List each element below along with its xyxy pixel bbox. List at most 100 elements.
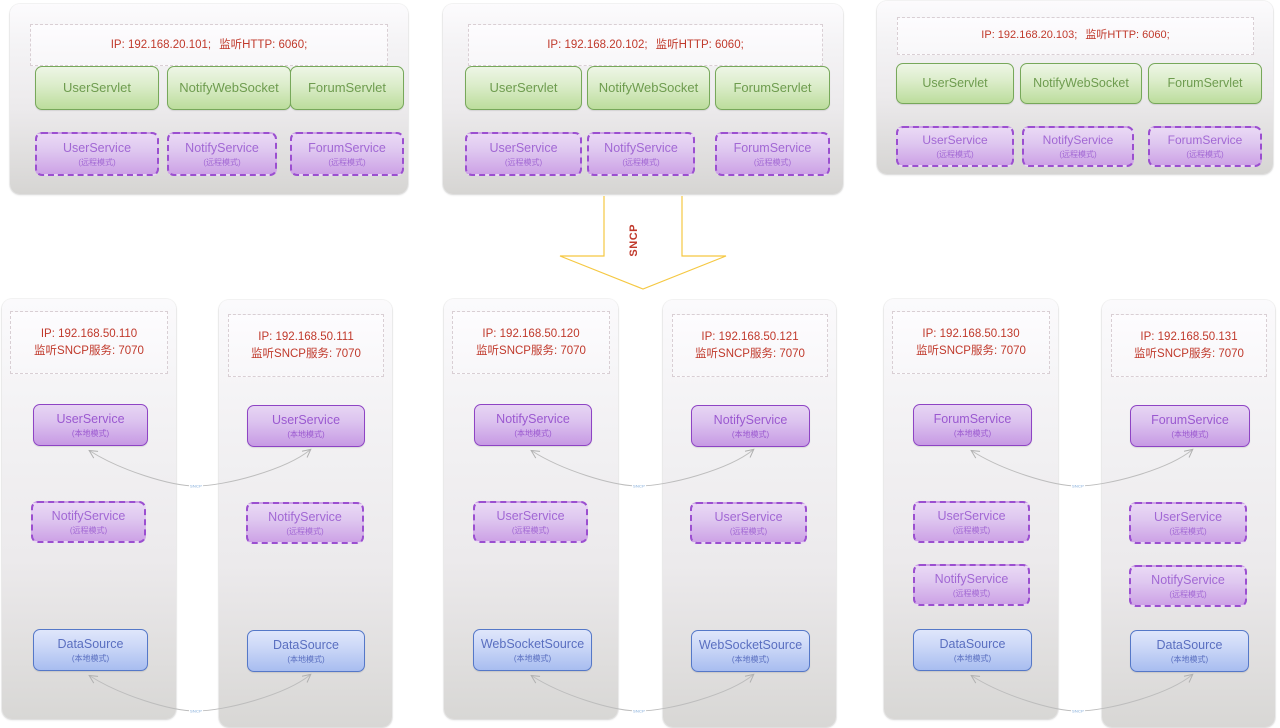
- service-mode: (本地模式): [731, 429, 770, 439]
- service-name: NotifyService: [496, 412, 570, 427]
- servlet-name: NotifyWebSocket: [1033, 76, 1129, 91]
- service-mode: (远程模式): [1186, 149, 1224, 159]
- service-name: UserService: [922, 133, 988, 147]
- service-mode: (远程模式): [936, 149, 974, 159]
- service-mode: (远程模式): [511, 525, 550, 535]
- servlet-box[interactable]: NotifyWebSocket: [587, 66, 710, 110]
- service-mode: (远程模式): [753, 157, 792, 167]
- service-name: ForumService: [1167, 133, 1243, 147]
- sncp-arrow-icon: [559, 196, 727, 290]
- servlet-name: NotifyWebSocket: [598, 79, 699, 95]
- service-box-remote[interactable]: NotifyService (远程模式): [913, 564, 1030, 606]
- service-node-panel-130: IP: 192.168.50.130 监听SNCP服务: 7070 ForumS…: [884, 299, 1058, 719]
- ip-header: IP: 192.168.20.102; 监听HTTP: 6060;: [468, 24, 823, 66]
- servlet-name: ForumServlet: [1167, 76, 1243, 91]
- service-node-panel-131: IP: 192.168.50.131 监听SNCP服务: 7070 ForumS…: [1102, 300, 1275, 727]
- service-mode: (远程模式): [952, 525, 991, 535]
- servlet-box[interactable]: UserServlet: [35, 66, 159, 110]
- ip-header: IP: 192.168.50.120 监听SNCP服务: 7070: [452, 311, 610, 374]
- servlet-name: UserServlet: [922, 76, 988, 91]
- link-label-sncp: SNCP: [632, 483, 646, 489]
- sncp-protocol-label: SNCP: [628, 224, 640, 257]
- ip-address: IP: 192.168.20.103;: [981, 29, 1078, 42]
- service-mode: (远程模式): [952, 588, 991, 598]
- service-box-remote[interactable]: UserService (远程模式): [473, 501, 588, 543]
- service-box-remote[interactable]: NotifyService (远程模式): [1129, 565, 1247, 607]
- datasource-name: DataSource: [57, 637, 124, 652]
- service-box-remote[interactable]: NotifyService (远程模式): [1022, 126, 1134, 167]
- listen-port: 监听SNCP服务: 7070: [916, 344, 1026, 357]
- service-box-local[interactable]: ForumService (本地模式): [913, 404, 1032, 446]
- link-label-sncp: SNCP: [189, 708, 203, 714]
- service-mode: (远程模式): [1169, 589, 1207, 599]
- servlet-name: NotifyWebSocket: [179, 79, 279, 95]
- servlet-box[interactable]: ForumServlet: [290, 66, 404, 110]
- servlet-box[interactable]: NotifyWebSocket: [1020, 63, 1142, 104]
- ip-address: IP: 192.168.50.120: [482, 327, 580, 340]
- datasource-box[interactable]: DataSource (本地模式): [247, 630, 365, 672]
- ip-header: IP: 192.168.20.103; 监听HTTP: 6060;: [897, 17, 1254, 55]
- service-name: ForumService: [308, 141, 386, 156]
- listen-port: 监听SNCP服务: 7070: [476, 344, 586, 357]
- service-box-remote[interactable]: ForumService (远程模式): [715, 132, 830, 176]
- service-box-remote[interactable]: ForumService (远程模式): [290, 132, 404, 176]
- servlet-box[interactable]: UserServlet: [465, 66, 582, 110]
- service-box-remote[interactable]: UserService (远程模式): [896, 126, 1014, 167]
- service-name: UserService: [496, 509, 565, 524]
- datasource-box[interactable]: DataSource (本地模式): [913, 629, 1032, 671]
- listen-port: 监听HTTP: 6060;: [655, 38, 744, 51]
- service-mode: (远程模式): [504, 157, 543, 167]
- service-box-local[interactable]: NotifyService (本地模式): [474, 404, 592, 446]
- ip-header: IP: 192.168.20.101; 监听HTTP: 6060;: [30, 24, 388, 66]
- ip-header: IP: 192.168.50.131 监听SNCP服务: 7070: [1111, 314, 1267, 377]
- datasource-mode: (本地模式): [71, 653, 110, 663]
- service-mode: (远程模式): [622, 157, 660, 167]
- datasource-box[interactable]: WebSocketSource (本地模式): [691, 630, 810, 672]
- service-box-remote[interactable]: UserService (远程模式): [690, 502, 807, 544]
- service-name: UserService: [1153, 510, 1223, 525]
- service-box-remote[interactable]: UserService (远程模式): [1129, 502, 1247, 544]
- datasource-box[interactable]: DataSource (本地模式): [1130, 630, 1249, 672]
- service-box-local[interactable]: ForumService (本地模式): [1130, 405, 1250, 447]
- service-mode: (远程模式): [729, 526, 768, 536]
- datasource-box[interactable]: DataSource (本地模式): [33, 629, 148, 671]
- ip-address: IP: 192.168.50.110: [40, 327, 138, 340]
- datasource-name: DataSource: [272, 638, 339, 653]
- service-box-remote[interactable]: UserService (远程模式): [913, 501, 1030, 543]
- web-node-panel-103: IP: 192.168.20.103; 监听HTTP: 6060; UserSe…: [877, 1, 1273, 174]
- datasource-mode: (本地模式): [953, 653, 992, 663]
- service-name: UserService: [714, 510, 783, 525]
- service-box-remote[interactable]: NotifyService (远程模式): [246, 502, 364, 544]
- servlet-box[interactable]: ForumServlet: [1148, 63, 1262, 104]
- service-box-local[interactable]: NotifyService (本地模式): [691, 405, 810, 447]
- servlet-name: UserServlet: [489, 79, 558, 95]
- service-box-remote[interactable]: NotifyService (远程模式): [31, 501, 146, 543]
- servlet-box[interactable]: NotifyWebSocket: [167, 66, 291, 110]
- service-mode: (远程模式): [78, 157, 116, 167]
- servlet-box[interactable]: UserServlet: [896, 63, 1014, 104]
- datasource-name: DataSource: [939, 637, 1006, 652]
- datasource-name: WebSocketSource: [698, 638, 803, 653]
- service-box-remote[interactable]: ForumService (远程模式): [1148, 126, 1262, 167]
- servlet-box[interactable]: ForumServlet: [715, 66, 830, 110]
- service-node-panel-111: IP: 192.168.50.111 监听SNCP服务: 7070 UserSe…: [219, 300, 392, 727]
- service-name: NotifyService: [1151, 573, 1225, 588]
- datasource-box[interactable]: WebSocketSource (本地模式): [473, 629, 592, 671]
- service-box-local[interactable]: UserService (本地模式): [247, 405, 365, 447]
- service-mode: (远程模式): [203, 157, 241, 167]
- service-mode: (远程模式): [69, 525, 108, 535]
- ip-address: IP: 192.168.50.130: [922, 327, 1020, 340]
- service-name: UserService: [56, 412, 125, 427]
- listen-port: 监听HTTP: 6060;: [1085, 29, 1170, 42]
- link-label-sncp: SNCP: [1071, 483, 1085, 489]
- listen-port: 监听SNCP服务: 7070: [34, 344, 144, 357]
- service-box-remote[interactable]: UserService (远程模式): [35, 132, 159, 176]
- service-box-remote[interactable]: NotifyService (远程模式): [587, 132, 695, 176]
- service-box-local[interactable]: UserService (本地模式): [33, 404, 148, 446]
- service-box-remote[interactable]: UserService (远程模式): [465, 132, 582, 176]
- listen-port: 监听SNCP服务: 7070: [695, 347, 805, 360]
- datasource-name: WebSocketSource: [480, 637, 585, 652]
- ip-header: IP: 192.168.50.121 监听SNCP服务: 7070: [672, 314, 828, 377]
- service-box-remote[interactable]: NotifyService (远程模式): [167, 132, 277, 176]
- ip-address: IP: 192.168.20.102;: [547, 38, 648, 51]
